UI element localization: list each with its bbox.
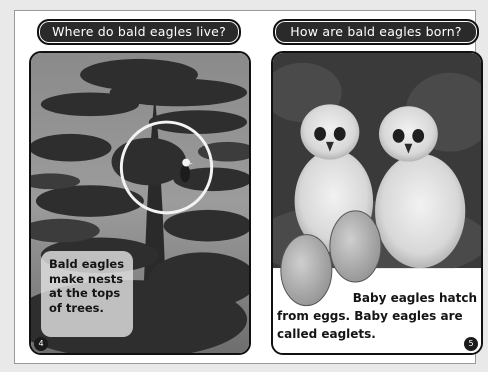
right-photo-panel: Baby eagles hatch from eggs. Baby eagles… xyxy=(271,51,483,355)
book-spread: Where do bald eagles live? How are bald … xyxy=(14,10,483,364)
right-page-number: 5 xyxy=(464,337,478,351)
left-page-heading: Where do bald eagles live? xyxy=(37,19,241,45)
right-caption: Baby eagles hatch from eggs. Baby eagles… xyxy=(277,289,477,343)
eaglets-photo xyxy=(273,53,481,353)
eaglet-icon xyxy=(375,106,466,269)
right-caption-line1: Baby eagles hatch xyxy=(352,291,477,305)
egg-icon xyxy=(280,234,333,307)
egg-icon xyxy=(329,210,382,283)
left-caption: Bald eagles make nests at the tops of tr… xyxy=(41,251,133,337)
right-page-heading: How are bald eagles born? xyxy=(273,19,479,45)
eaglet-icon xyxy=(294,104,374,253)
eagle-icon xyxy=(180,158,194,183)
left-photo-panel: Bald eagles make nests at the tops of tr… xyxy=(29,51,251,355)
right-caption-line2: from eggs. Baby eagles are called eaglet… xyxy=(277,309,463,341)
highlight-circle-icon xyxy=(119,120,214,215)
left-page-number: 4 xyxy=(34,337,48,351)
